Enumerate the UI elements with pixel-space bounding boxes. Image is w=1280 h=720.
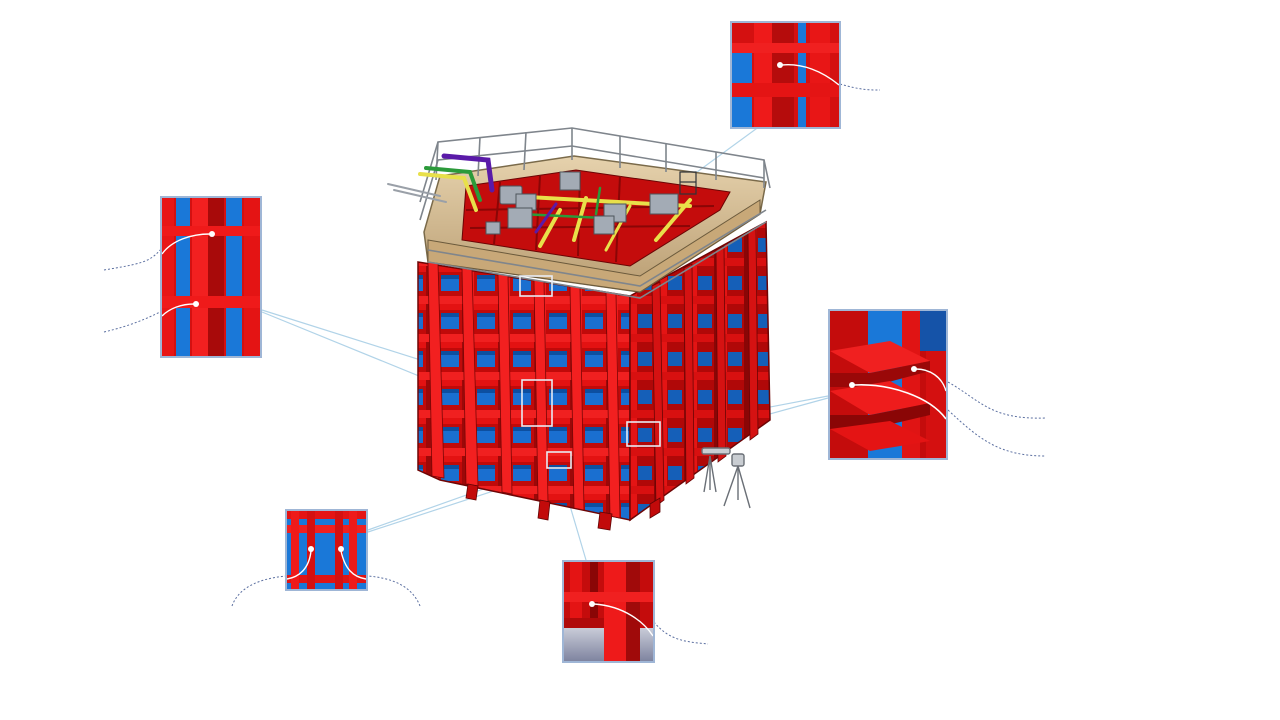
highlight-top xyxy=(519,275,553,297)
detail-top-right xyxy=(730,21,841,129)
highlight-bottom xyxy=(546,451,572,469)
detail-bottom-left xyxy=(285,509,368,591)
detail-right xyxy=(828,309,948,460)
tripod-instruments xyxy=(701,447,751,509)
highlight-mid xyxy=(521,379,553,427)
leader-curves xyxy=(103,83,1047,645)
highlight-right xyxy=(626,421,661,447)
detail-left xyxy=(160,196,262,358)
detail-bottom-center xyxy=(562,560,655,663)
roof-deck xyxy=(387,127,771,299)
highlight-boxes xyxy=(519,275,661,469)
